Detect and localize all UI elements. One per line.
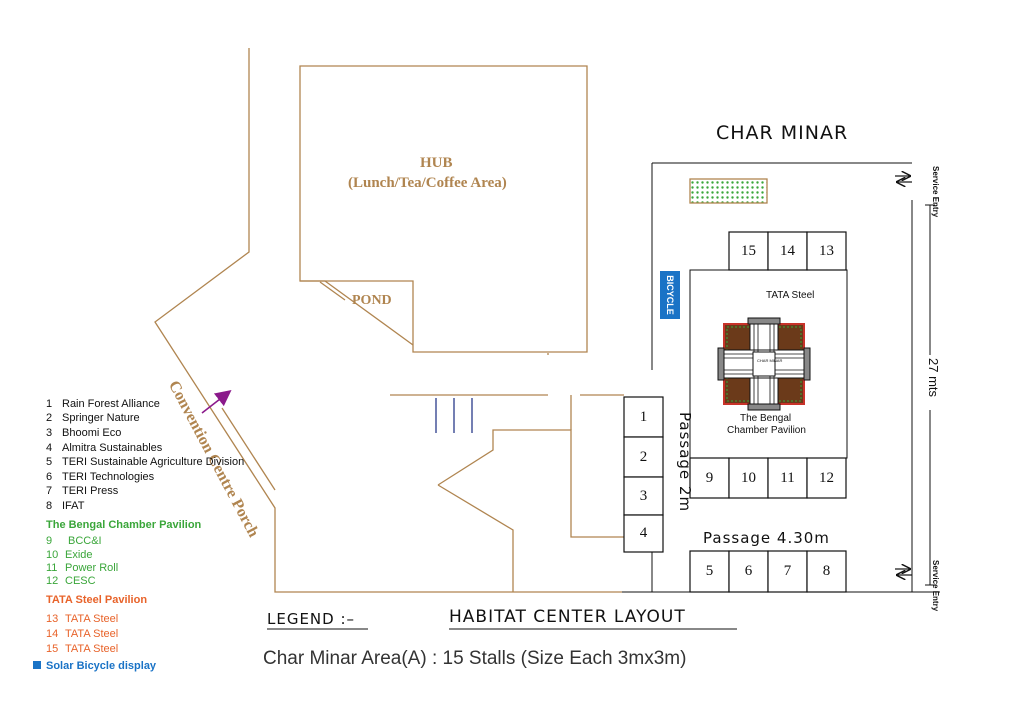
stall-box-7 — [767, 550, 808, 593]
pond-label: POND — [352, 293, 392, 308]
stall-14: 14 — [780, 242, 795, 259]
service-entry-bottom: Service Entry — [931, 560, 940, 612]
porch-wall-inner — [221, 407, 276, 491]
inner-wall — [437, 429, 624, 538]
tata-steel-label: TATA Steel — [766, 290, 815, 301]
stall-9: 9 — [705, 469, 714, 486]
char-minar-label: CHAR MINAR — [716, 122, 849, 144]
bengal-sublabel: Chamber Pavilion — [727, 425, 806, 436]
hub-wall — [299, 65, 588, 353]
porch-wall-outer — [154, 48, 622, 593]
service-entry-top: Service Entry — [931, 166, 940, 218]
bicycle-badge: BICYCLE — [660, 271, 680, 319]
stall-8: 8 — [822, 563, 831, 579]
area-subtitle: Char Minar Area(A) : 15 Stalls (Size Eac… — [263, 648, 687, 669]
solar-square-icon — [33, 661, 41, 669]
stall-12: 12 — [819, 469, 834, 486]
stall-15: 15 — [741, 242, 756, 259]
hub-sublabel: (Lunch/Tea/Coffee Area) — [348, 175, 507, 191]
stall-2: 2 — [639, 448, 648, 465]
stall-11: 11 — [780, 469, 795, 486]
stall-box-12 — [806, 457, 847, 499]
stall-box-3 — [623, 476, 664, 516]
char-minar-mini-label: CHAR MINAR — [757, 358, 783, 363]
stall-box-2 — [623, 436, 664, 478]
stall-3: 3 — [639, 487, 648, 504]
stall-box-8 — [806, 550, 847, 593]
stall-box-4 — [623, 514, 664, 553]
stall-box-1 — [623, 396, 664, 438]
pond-wall — [300, 280, 414, 346]
stall-box-9 — [689, 457, 730, 499]
bengal-label: The Bengal — [740, 413, 792, 424]
hub-label: HUB — [420, 155, 453, 171]
stall-box-15 — [728, 231, 769, 271]
porch-arrow — [201, 390, 232, 414]
stall-1: 1 — [639, 408, 648, 425]
stall-box-10 — [728, 457, 769, 499]
stall-4: 4 — [639, 525, 648, 541]
legend-heading: LEGEND :– — [267, 610, 356, 628]
layout-title: HABITAT CENTER LAYOUT — [449, 607, 686, 627]
stall-13: 13 — [819, 242, 834, 259]
inner-wall-2 — [437, 484, 514, 592]
stall-7: 7 — [783, 563, 792, 579]
legend-tata-heading: TATA Steel Pavilion — [46, 594, 148, 606]
stall-6: 6 — [744, 563, 753, 579]
passage-horizontal-label: Passage 4.30m — [703, 529, 830, 547]
stall-box-13 — [806, 231, 847, 271]
garden-patch — [689, 178, 768, 204]
pond-wall-lower — [319, 281, 346, 301]
stall-10: 10 — [741, 469, 756, 486]
legend-bengal-heading: The Bengal Chamber Pavilion — [46, 519, 202, 531]
char-minar-structure — [717, 317, 811, 411]
dimension-label: 27 mts — [926, 358, 941, 398]
stall-box-5 — [689, 550, 730, 593]
legend-solar-item: Solar Bicycle display — [33, 659, 156, 673]
stall-5: 5 — [705, 563, 714, 579]
